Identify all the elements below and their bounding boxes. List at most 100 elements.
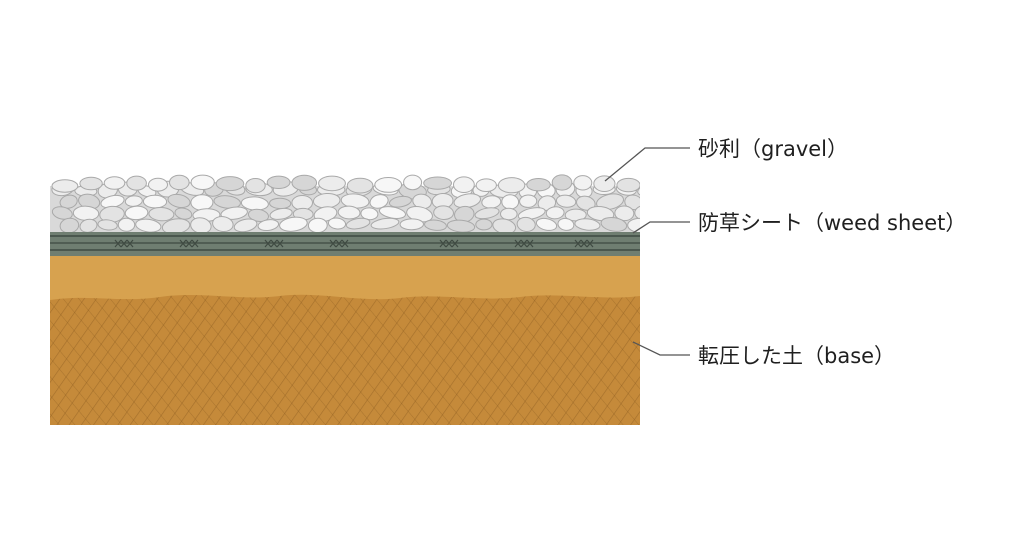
gravel-stone (424, 219, 447, 231)
gravel-stone (500, 207, 518, 221)
gravel-stone (327, 217, 347, 230)
sheet-weave-mark (126, 239, 134, 248)
gravel-stone (600, 216, 628, 232)
gravel-stone (79, 176, 103, 191)
gravel-stone (433, 205, 454, 221)
gravel-stone (586, 205, 615, 222)
gravel-stone (215, 176, 245, 192)
gravel-stone (190, 194, 214, 211)
gravel-stone (103, 176, 126, 190)
gravel-stone (614, 205, 635, 222)
gravel-stone (501, 194, 520, 210)
gravel-stone (475, 218, 493, 231)
gravel-stone (474, 207, 500, 220)
gravel-stone (313, 206, 338, 222)
sheet-weave-mark (445, 239, 453, 248)
gravel-stone (345, 217, 371, 230)
gravel-stone (526, 178, 551, 192)
gravel-stone (291, 174, 318, 191)
gravel-stone (516, 216, 536, 232)
gravel-stone (492, 218, 517, 232)
gravel-stone (403, 174, 423, 191)
sheet-weave-mark (270, 239, 278, 248)
gravel-stone (124, 205, 149, 221)
gravel-stone (475, 178, 497, 192)
gravel-stone (307, 217, 328, 232)
weed-sheet-label: 防草シート（weed sheet） (698, 211, 966, 235)
gravel-stone (399, 218, 424, 231)
gravel-stone (79, 218, 98, 232)
gravel-label: 砂利（gravel） (698, 137, 848, 161)
gravel-stone (497, 177, 526, 194)
gravel-stone (126, 175, 147, 191)
gravel-stone (97, 219, 118, 231)
gravel-stone (388, 195, 412, 208)
sheet-weave-mark (114, 239, 122, 248)
gravel-stone (169, 174, 190, 191)
gravel-stone (247, 208, 269, 223)
sheet-weave-mark (514, 239, 522, 248)
gravel-stone (453, 176, 475, 193)
gravel-stone (596, 193, 625, 211)
weed-sheet-leader-line (632, 221, 690, 234)
gravel-stone (51, 179, 79, 193)
sheet-weave-mark (451, 239, 459, 248)
base-label: 転圧した土（base） (698, 344, 895, 368)
gravel-stone (574, 218, 601, 231)
gravel-stone (269, 197, 292, 210)
gravel-leader-line (604, 147, 690, 182)
sheet-weave-mark (341, 239, 349, 248)
gravel-stone (634, 204, 640, 221)
sheet-weave-mark (586, 239, 594, 248)
gravel-stone (519, 194, 538, 208)
gravel-stone (535, 217, 558, 231)
gravel-stone (148, 177, 168, 192)
sheet-weave-mark (185, 239, 193, 248)
sheet-weave-mark (520, 239, 528, 248)
gravel-stone (190, 174, 215, 191)
gravel-stone (573, 175, 593, 191)
gravel-stone (233, 218, 258, 232)
gravel-stone (545, 206, 565, 220)
gravel-stone (269, 207, 293, 220)
gravel-stone (135, 218, 162, 232)
gravel-stone (257, 219, 280, 232)
gravel-stone (374, 177, 403, 193)
gravel-stone (161, 218, 191, 232)
gravel-stone (142, 194, 168, 209)
sheet-weave-mark (264, 239, 272, 248)
sheet-weave-mark (335, 239, 343, 248)
sheet-weave-mark (574, 239, 582, 248)
gravel-stone (266, 175, 291, 190)
gravel-stone (627, 217, 640, 232)
gravel-stone (167, 193, 191, 209)
gravel-stone (557, 217, 575, 231)
gravel-stone (370, 217, 400, 230)
base-soil-layer (50, 255, 640, 425)
gravel-stone (220, 206, 248, 220)
weed-sheet-layer (50, 231, 640, 256)
sheet-weave-mark (526, 239, 534, 248)
gravel-stone (213, 195, 241, 209)
gravel-stone (551, 174, 573, 191)
gravel-stone (637, 184, 640, 197)
gravel-stone (318, 175, 346, 192)
gravel-stone (576, 195, 596, 211)
gravel-stone (346, 177, 374, 194)
gravel-stone (117, 217, 136, 232)
sheet-weave-mark (179, 239, 187, 248)
gravel-stone (51, 206, 73, 220)
sheet-weave-mark (120, 239, 128, 248)
gravel-stone (517, 207, 546, 221)
gravel-stone (593, 175, 616, 192)
gravel-stone (423, 176, 453, 190)
sheet-weave-mark (439, 239, 447, 248)
gravel-stone (245, 178, 266, 194)
sheet-weave-mark (191, 239, 199, 248)
gravel-stone (148, 206, 175, 222)
gravel-stone (212, 216, 234, 232)
sheet-weave-mark (580, 239, 588, 248)
gravel-stone (59, 217, 80, 232)
gravel-stone (337, 205, 361, 220)
